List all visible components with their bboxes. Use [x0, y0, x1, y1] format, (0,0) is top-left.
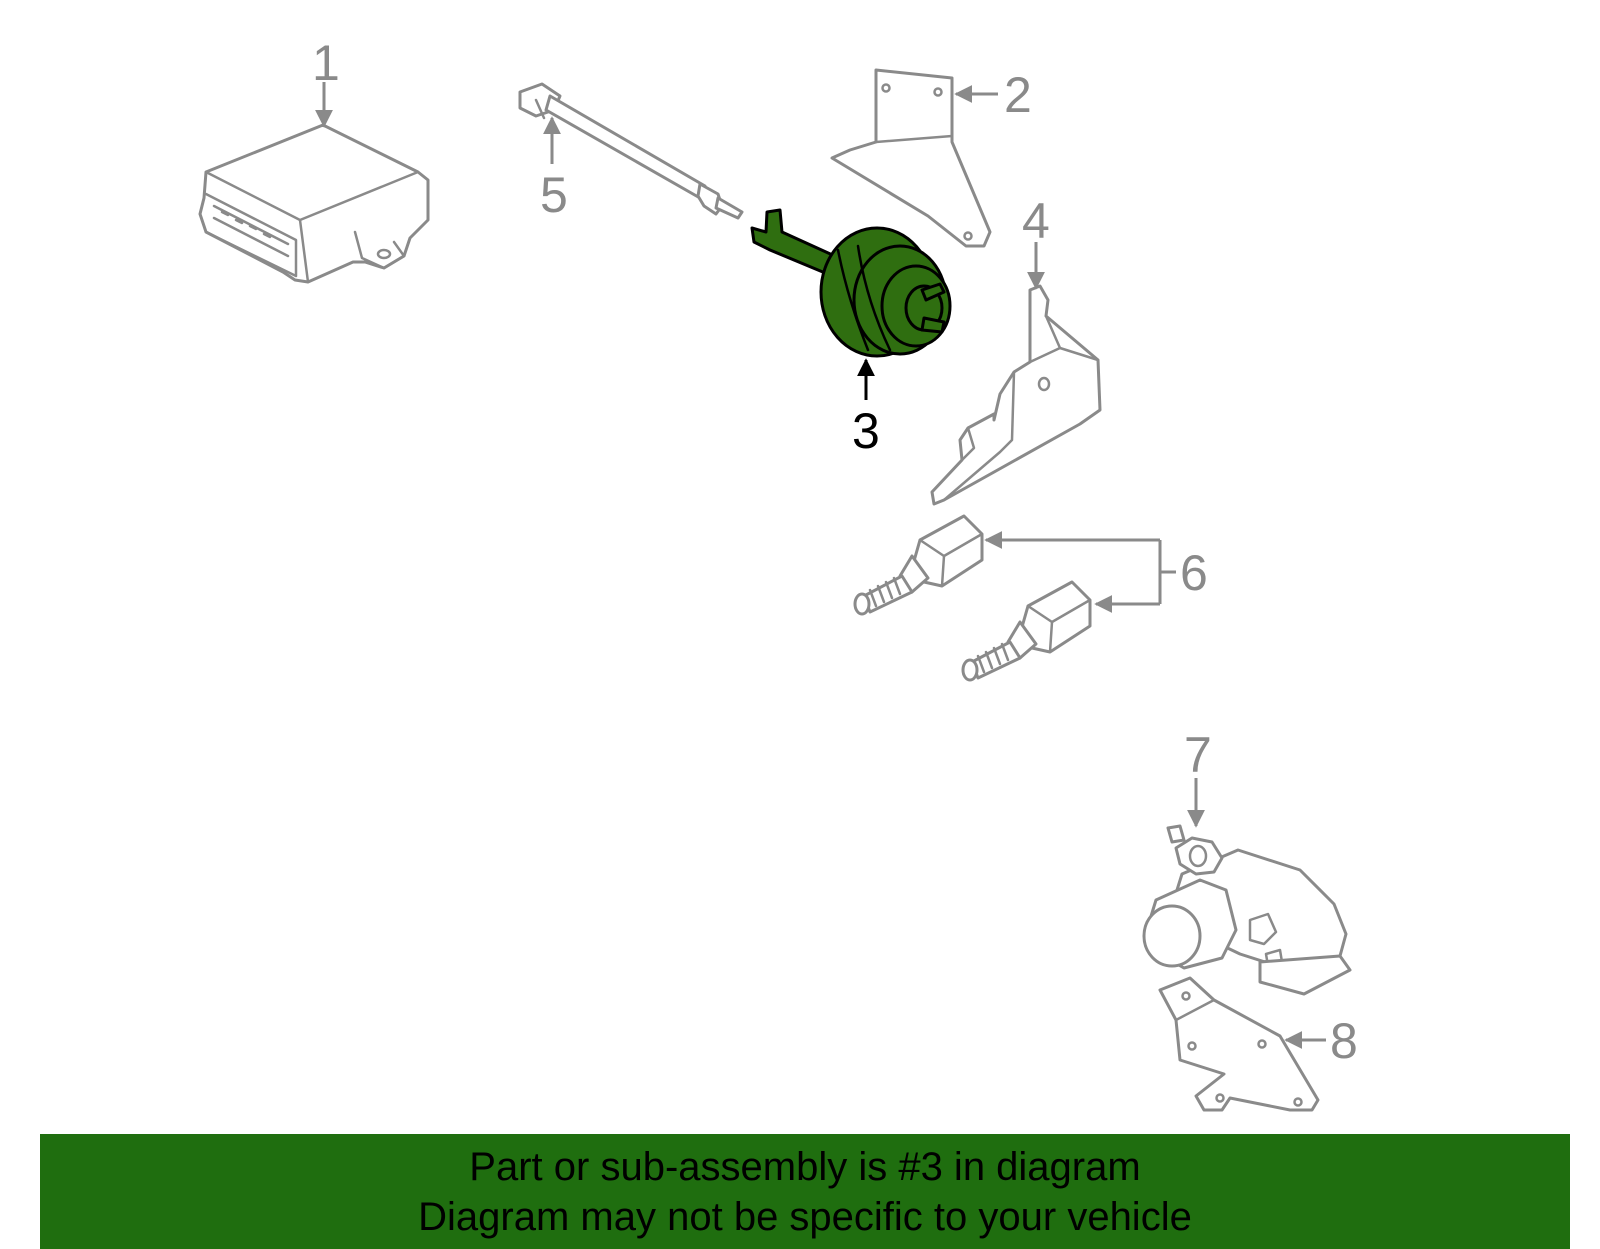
callout-2: 2: [1004, 67, 1032, 123]
part-8-bracket: [1158, 976, 1320, 1112]
callout-1: 1: [312, 35, 340, 91]
part-3-vacuum-actuator: [750, 208, 952, 358]
banner-line-disclaimer: Diagram may not be specific to your vehi…: [418, 1194, 1192, 1239]
banner-line-part: Part or sub-assembly is #3 in diagram: [469, 1144, 1141, 1189]
callout-8: 8: [1330, 1013, 1358, 1069]
part-4-bracket: [930, 284, 1102, 506]
part-6-switch-upper: [853, 514, 984, 616]
part-2-bracket: [830, 68, 992, 248]
callout-4: 4: [1022, 193, 1050, 249]
callout-3: 3: [852, 403, 880, 459]
part-6-switch-lower: [961, 580, 1092, 682]
callout-6: 6: [1180, 545, 1208, 601]
callout-5: 5: [540, 167, 568, 223]
part-1-control-module: [198, 123, 430, 284]
part-5-rod: [518, 82, 744, 220]
callout-7: 7: [1184, 727, 1212, 783]
info-banner: Part or sub-assembly is #3 in diagram Di…: [40, 1134, 1570, 1249]
part-7-motor: [1142, 824, 1352, 996]
